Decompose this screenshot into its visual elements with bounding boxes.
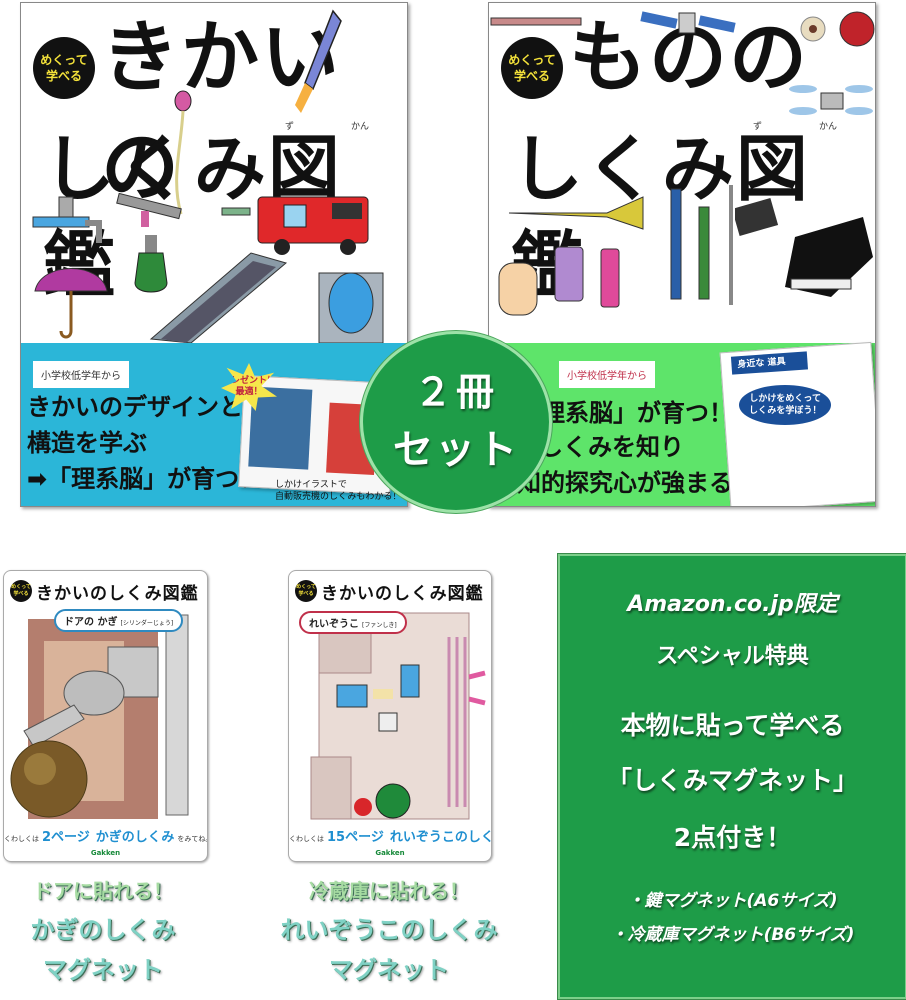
gakken-logo: Gakken xyxy=(375,849,405,857)
fridge-magnet-caption: 冷蔵庫に貼れる！ れいぞうこのしくみ マグネット xyxy=(280,879,498,984)
book-cover-kikai: めくって 学べる きかいの しくみ図鑑 ず かん xyxy=(20,2,408,507)
offer-special-bonus: スペシャル特典 xyxy=(656,644,809,669)
drone-icon xyxy=(789,85,873,115)
escalator-icon xyxy=(149,252,288,343)
amazon-special-offer-box: Amazon.co.jp限定 スペシャル特典 本物に貼って学べる 「しくみマグネ… xyxy=(558,554,906,999)
bottle-phone-spray-icon xyxy=(498,246,620,316)
furigana: ず xyxy=(285,122,295,132)
offer-headline-1: 本物に貼って学べる xyxy=(620,711,845,740)
refrigerator-illustration xyxy=(310,612,486,820)
promo-band: 小学校低学年から 「理系脳」が育つ！ しくみを知り 知的探究心が強まる！ 身近な… xyxy=(489,341,875,506)
mekutte-manaberu-badge: めくって 学べる xyxy=(501,37,563,99)
offer-headline-3: 2点付き！ xyxy=(673,823,792,852)
promo-line-2: 構造を学ぶ xyxy=(27,429,147,457)
magnet-subject-pill: ドアの かぎ[シリンダーじょう] xyxy=(54,609,184,632)
door-lock-illustration xyxy=(10,614,189,819)
magnet-footer: くわしくは15ページれいぞうこのしくみをみてね。 xyxy=(289,830,491,845)
promo-line-1: 「理系脳」が育つ！ xyxy=(517,399,733,427)
promo-band: 小学校低学年から きかいのデザインと 構造を学ぶ ➡「理系脳」が育つ！ プレゼン… xyxy=(21,343,407,506)
mekutte-manaberu-badge: めくって学べる xyxy=(10,580,32,602)
grade-label: 小学校低学年から xyxy=(559,361,655,388)
trumpet-icon xyxy=(508,196,644,230)
magnet-header: めくって学べる きかいのしくみ図鑑 xyxy=(295,577,485,605)
satellite-icon xyxy=(640,11,736,34)
key-magnet-card: めくって学べる きかいのしくみ図鑑 ドアの かぎ[シリンダーじょう] くわしくは… xyxy=(3,570,208,862)
tools-icon xyxy=(670,185,733,305)
promo-line-3: ➡「理系脳」が育つ！ xyxy=(27,465,264,493)
furigana: かん xyxy=(351,122,370,132)
offer-item: ・冷蔵庫マグネット(B6サイズ) xyxy=(610,925,855,945)
battery-icon xyxy=(221,207,251,216)
faucet-icon xyxy=(32,196,102,243)
offer-amazon-exclusive: Amazon.co.jp限定 xyxy=(627,592,838,617)
grade-label: 小学校低学年から xyxy=(33,361,129,388)
book-title-top: きかいの xyxy=(101,13,342,213)
furigana: かん xyxy=(819,122,838,132)
mechanical-pencil-icon xyxy=(490,17,582,26)
water-gun-icon xyxy=(116,193,182,227)
light-bulb-icon xyxy=(134,235,168,293)
magnet-title: きかいのしくみ図鑑 xyxy=(36,583,199,604)
magnet-title: きかいのしくみ図鑑 xyxy=(321,583,484,604)
furigana: ず xyxy=(753,122,763,132)
mekutte-manaberu-badge: めくって 学べる xyxy=(33,37,95,99)
mekutte-manaberu-badge: めくって学べる xyxy=(295,580,317,602)
magnet-subject-pill: れいぞうこ[ファンしき] xyxy=(299,611,407,634)
spread-caption: しかけイラストで 自動販売機のしくみもわかる！ xyxy=(275,480,402,502)
promo-line-3: 知的探究心が強まる！ xyxy=(517,469,757,497)
promo-line-1: きかいのデザインと xyxy=(27,393,243,421)
gakken-logo: Gakken xyxy=(90,849,121,857)
offer-item: ・鍵マグネット(A6サイズ) xyxy=(627,891,838,911)
key-magnet-caption: ドアに貼れる！ かぎのしくみ マグネット xyxy=(30,879,176,984)
offer-item-list: ・鍵マグネット(A6サイズ) ・冷蔵庫マグネット(B6サイズ) xyxy=(560,884,905,952)
promo-line-2: しくみを知り xyxy=(539,433,684,461)
rocket-icon xyxy=(295,9,342,113)
grand-piano-icon xyxy=(735,198,873,297)
shower-icon xyxy=(174,90,192,215)
fire-truck-icon xyxy=(257,196,369,255)
magnet-header: めくって学べる きかいのしくみ図鑑 xyxy=(10,577,201,605)
two-book-set-badge: ２冊 セット xyxy=(360,331,552,513)
umbrella-icon xyxy=(34,268,108,339)
offer-headline-2: 「しくみマグネット」 xyxy=(606,766,858,795)
speech-bubble: しかけをめくって しくみを学ぼう！ xyxy=(737,383,834,427)
tape-and-ball-icon xyxy=(800,11,875,47)
book-cover-mono: めくって 学べる ものの しくみ図鑑 ず かん 小学校低学年から xyxy=(488,2,876,507)
washing-machine-icon xyxy=(318,272,384,343)
